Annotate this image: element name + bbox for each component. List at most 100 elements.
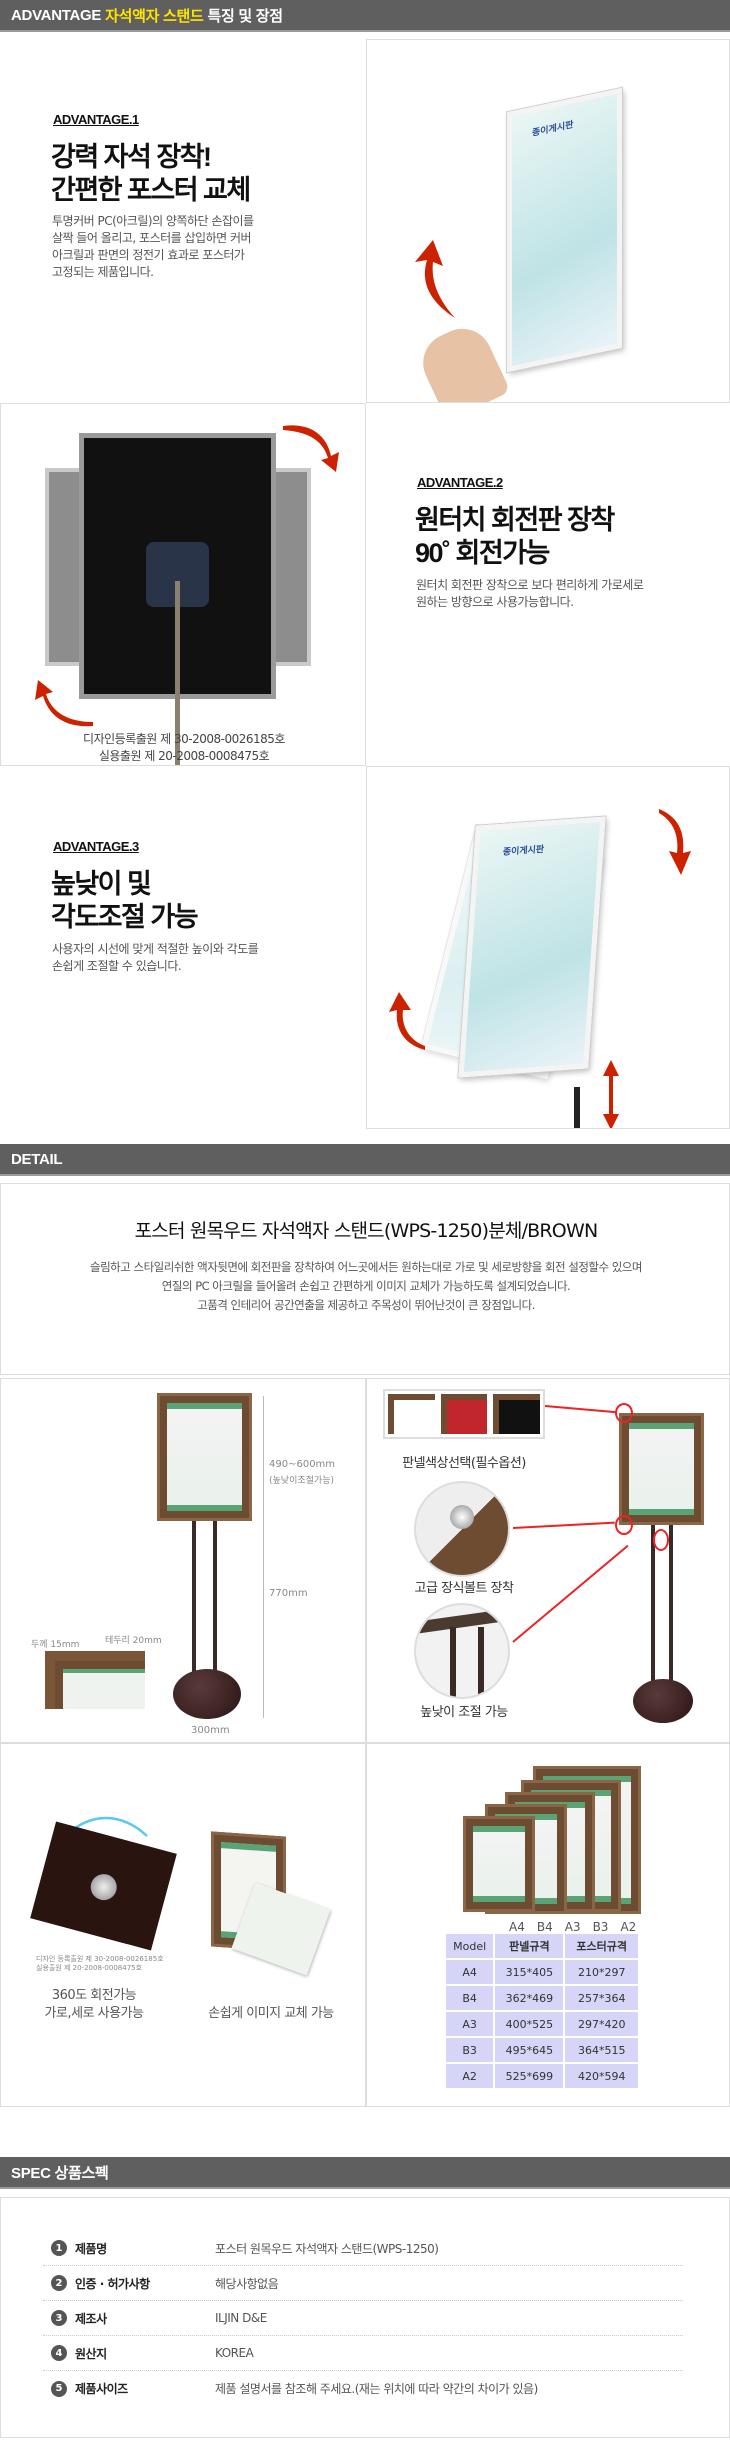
advantage-2-image: 디자인등록출원 제 30-2008-0026185호 실용출원 제 20-200… [0,403,366,766]
callout-line [512,1521,615,1529]
table-header-row: Model 판넬규격 포스터규격 [446,1934,638,1958]
advantage-section-header: ADVANTAGE 자석액자 스탠드 특징 및 장점 [0,0,730,32]
spec-header-label: SPEC 상품스펙 [11,2164,109,2182]
poster-logo: 종이게시판 [532,120,574,139]
swatch-black [493,1394,541,1434]
spec-value: 포스터 원목우드 자석액자 스탠드(WPS-1250) [215,2241,439,2256]
size-label: B3 [592,1920,609,1934]
rotate-caption-2: 가로,세로 사용가능 [44,2006,144,2021]
desc-line: 사용자의 시선에 맞게 적절한 높이와 각도를 [52,942,259,956]
advantage-3-label: ADVANTAGE.3 [53,839,139,854]
cell: 315*405 [495,1960,564,1984]
cell: 400*525 [495,2012,564,2036]
bolt-closeup [414,1481,510,1577]
spec-label: 원산지 [75,2346,107,2361]
cell: 495*645 [495,2038,564,2062]
cell: 362*469 [495,1986,564,2010]
stand-pole-right [213,1521,217,1691]
header-highlight: 자석액자 스탠드 [105,7,204,25]
advantage-2-title-line1: 원터치 회전판 장착 [415,505,615,535]
advantage-2-label: ADVANTAGE.2 [417,475,503,490]
lift-arrow-icon [415,240,455,318]
desc-line: 슬림하고 스타일리쉬한 액자뒷면에 회전판을 장착하여 어느곳에서든 원하는대로… [90,1260,642,1274]
cell: 364*515 [565,2038,638,2062]
rotate-caption-1: 360도 회전가능 [51,1988,137,2003]
stand-pole-left [651,1525,655,1700]
patent-utility: 실용출원 제 20-2008-0008475호 [98,749,270,763]
highlight-ring [615,1515,633,1535]
cell: A4 [446,1960,494,1984]
desc-line: 살짝 들어 올리고, 포스터를 삽입하면 커버 [52,231,252,245]
stand-pole [574,1087,580,1128]
size-label: A3 [564,1920,581,1934]
poster-frame: 종이게시판 [458,816,606,1078]
header-prefix: ADVANTAGE [11,6,102,24]
dimension-line [263,1396,264,1718]
detail-section-header: DETAIL [0,1144,730,1176]
cell: 420*594 [565,2064,638,2088]
width-label: 300mm [191,1725,230,1736]
swatch-red [440,1394,488,1434]
patent-utility: 실용출원 제 20-2008-0008475호 [36,1964,143,1972]
advantage-1-title-line2: 간편한 포스터 교체 [51,175,251,205]
height-note-label: (높낮이조절가능) [269,1476,334,1486]
desc-line: 원하는 방향으로 사용가능합니다. [416,595,574,609]
desc-line: 아크릴과 판면의 정전기 효과로 포스터가 [52,248,245,262]
column-header: 포스터규격 [565,1934,638,1958]
hand-image [413,318,511,402]
spec-value: 제품 설명서를 참조해 주세요.(재는 위치에 따라 약간의 차이가 있음) [215,2382,538,2396]
row-number-badge: 4 [51,2345,67,2361]
highlight-ring [653,1529,669,1551]
product-title: 포스터 원목우드 자석액자 스탠드(WPS-1250)분체/BROWN [134,1220,599,1242]
height-top-label: 490~600mm [269,1459,336,1470]
size-label: A2 [620,1920,637,1934]
desc-line: 원터치 회전판 장착으로 보다 편리하게 가로세로 [416,578,644,592]
border-label: 테두리 20mm [105,1636,162,1646]
height-arrow-icon [603,1060,619,1128]
swatch-white [388,1394,435,1434]
spec-label: 제품사이즈 [75,2382,128,2396]
cell: B3 [446,2038,494,2062]
patent-design: 디자인등록출원 제 30-2008-0026185호 [83,732,285,746]
spec-value: ILJIN D&E [215,2311,267,2325]
column-header: Model [446,1934,494,1958]
spec-row: 1 제품명 포스터 원목우드 자석액자 스탠드(WPS-1250) [43,2231,683,2266]
stand-frame [157,1393,252,1521]
patent-design: 디자인 등록출원 제 30-2008-0026185호 [36,1955,164,1963]
cell: 297*420 [565,2012,638,2036]
advantage-1-description: 투명커버 PC(아크릴)의 양쪽하단 손잡이를 살짝 들어 올리고, 포스터를 … [52,213,254,281]
stand-pole-right [669,1525,673,1700]
pole [175,581,180,765]
spec-value: 해당사항없음 [215,2276,279,2291]
advantage-1-label: ADVANTAGE.1 [53,112,139,127]
highlight-ring [615,1403,633,1423]
cell: A2 [446,2064,494,2088]
spec-value: KOREA [215,2346,254,2360]
callout-line [544,1405,617,1414]
row-number-badge: 1 [51,2240,67,2256]
advantage-3-title-line1: 높낮이 및 [51,869,152,899]
advantage-3-title-line2: 각도조절 가능 [51,902,199,932]
desc-line: 고품격 인테리어 공간연출을 제공하고 주목성이 뛰어난것이 큰 장점입니다. [197,1298,535,1312]
advantage-3-image: 종이게시판 [366,766,730,1129]
detail-intro: 포스터 원목우드 자석액자 스탠드(WPS-1250)분체/BROWN 슬림하고… [0,1183,730,1375]
cell: 257*364 [565,1986,638,2010]
panel-color-swatches [383,1389,545,1439]
spec-label: 제품명 [75,2241,107,2256]
header-suffix: 특징 및 장점 [207,7,283,25]
frame-corner-closeup [45,1651,145,1709]
desc-line: 고정되는 제품입니다. [52,265,154,279]
desc-line: 투명커버 PC(아크릴)의 양쪽하단 손잡이를 [52,214,254,228]
desc-line: 손쉽게 조절할 수 있습니다. [52,959,182,973]
rotate-arrow-cw-icon [283,425,339,472]
spec-section-header: SPEC 상품스펙 [0,2157,730,2189]
size-labels: A4 B4 A3 B3 A2 [509,1920,636,1934]
